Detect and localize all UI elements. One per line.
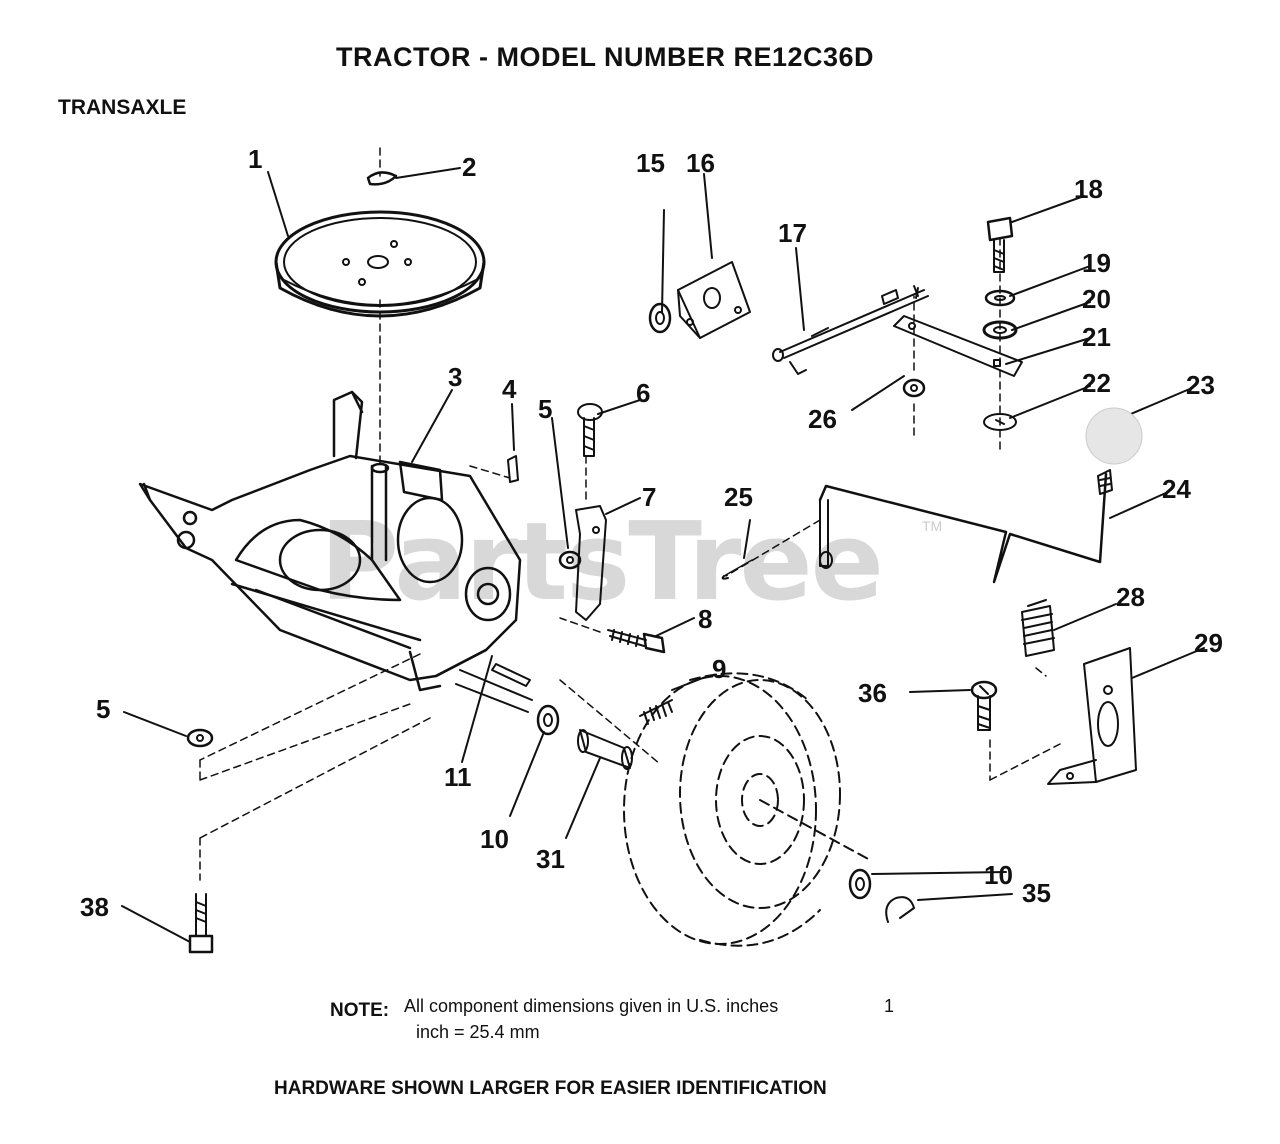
carriage-bolt-part [577,403,603,457]
bolt-part [607,629,666,654]
callout-7: 7 [642,482,657,512]
watermark-trademark: TM [922,518,943,534]
callout-5-lower: 5 [96,694,111,724]
leader-lines [121,167,1205,943]
callout-11: 11 [444,762,472,792]
callout-4: 4 [502,374,517,404]
note-text-line2: inch = 25.4 mm [416,1022,540,1042]
lever-plate-part [893,315,1023,377]
assembly-dashed-lines [199,147,1061,881]
spring-part [639,699,673,725]
axle-key-part [491,663,531,687]
callout-10-left: 10 [480,824,509,854]
shift-rod-part [772,285,929,375]
callout-26: 26 [808,404,837,434]
washer-part-right [848,868,872,900]
nut-part-upper [558,550,582,570]
hairpin-clip-part [885,896,915,923]
callout-17: 17 [778,218,807,248]
callout-20: 20 [1082,284,1111,314]
bolt-part-18 [986,216,1014,273]
callout-15: 15 [636,148,665,178]
callout-3: 3 [448,362,463,392]
mounting-bracket-part [677,261,751,339]
washer-part-20 [982,320,1018,340]
washer-part-22 [983,413,1017,431]
section-title: TRANSAXLE [58,96,187,119]
shift-knob-part [1085,407,1143,465]
callout-16: 16 [686,148,715,178]
washer-part-19 [984,289,1016,307]
callout-21: 21 [1082,322,1111,352]
nut-part-26 [902,378,926,398]
watermark-text: PartsTree [320,500,884,625]
callout-25: 25 [724,482,753,512]
callout-5-upper: 5 [538,394,553,424]
callout-24: 24 [1162,474,1191,504]
shift-lever-part [818,469,1113,584]
callout-31: 31 [536,844,565,874]
key-part [507,455,519,483]
retaining-clip-part [366,171,398,186]
callout-9: 9 [712,654,727,684]
pedal-bracket-part [1047,647,1137,785]
spacer-part [577,729,633,770]
callout-23: 23 [1186,370,1215,400]
note-text-line1: All component dimensions given in U.S. i… [404,996,779,1016]
callout-22: 22 [1082,368,1111,398]
page-title: TRACTOR - MODEL NUMBER RE12C36D [336,42,875,72]
transaxle-assembly [138,390,522,692]
cotter-pin-part [721,559,753,580]
callout-8: 8 [698,604,713,634]
nut-part-lower [186,728,214,748]
callout-19: 19 [1082,248,1111,278]
washer-part-left [536,704,560,736]
hardware-footnote: HARDWARE SHOWN LARGER FOR EASIER IDENTIF… [274,1078,827,1099]
bolt-part-36 [970,680,998,731]
bracket-part [575,505,607,621]
spring-part-28 [1021,599,1055,657]
note-label: NOTE: [330,1000,390,1021]
pulley-part [274,210,486,318]
callout-1: 1 [248,144,263,174]
bolt-part-38 [188,893,214,954]
callout-18: 18 [1074,174,1103,204]
callout-35: 35 [1022,878,1051,908]
callout-6: 6 [636,378,651,408]
callout-28: 28 [1116,582,1145,612]
callout-38: 38 [80,892,109,922]
callout-2: 2 [462,152,477,182]
axle-shaft [455,669,533,713]
callout-29: 29 [1194,628,1223,658]
washer-part-15 [648,302,672,334]
note-page-mark: 1 [884,996,895,1016]
callout-36: 36 [858,678,887,708]
callout-10-right: 10 [984,860,1013,890]
wheel-tire [623,672,871,947]
